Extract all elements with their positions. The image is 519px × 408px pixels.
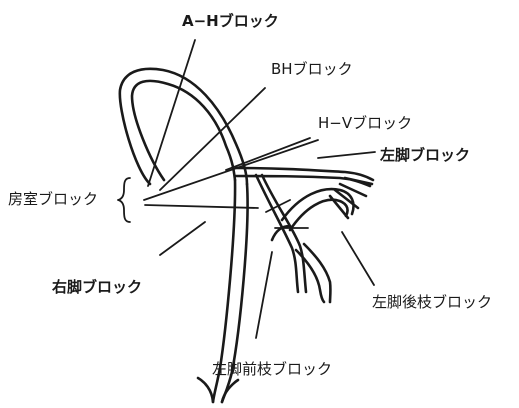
leader-lb [318,152,375,158]
label-ah-block: A−Hブロック [182,12,279,30]
leader-laf [256,252,272,338]
leader-rbb [160,222,205,255]
leader-avb-long [145,205,258,208]
brace-icon [118,178,130,222]
label-right-bundle-block: 右脚ブロック [52,278,142,296]
label-bh-block: BHブロック [271,60,353,78]
leader-lpf [342,232,374,285]
label-left-anterior-fascicle-block: 左脚前枝ブロック [212,360,332,378]
label-left-posterior-fascicle-block: 左脚後枝ブロック [372,293,492,311]
label-av-block: 房室ブロック [8,190,98,208]
label-left-bundle-block: 左脚ブロック [380,146,470,164]
label-hv-block: H−Vブロック [318,114,412,132]
leader-hv-2 [226,138,310,170]
